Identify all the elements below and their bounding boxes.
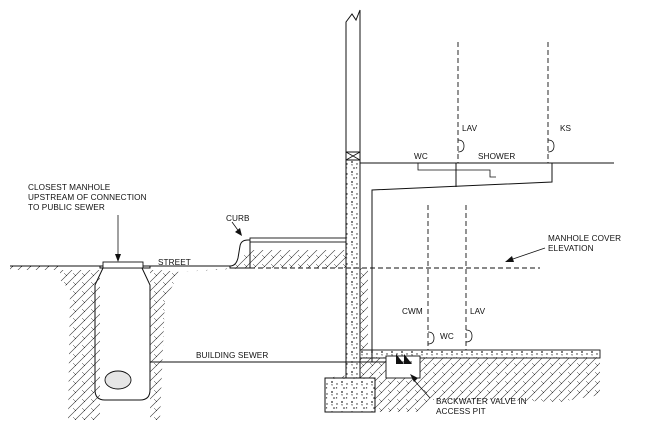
footing: [324, 377, 376, 413]
upper-wall: [345, 9, 361, 152]
cwm-label: CWM: [402, 307, 423, 316]
manhole-cover: [102, 261, 144, 269]
backwater-label-1: BACKWATER VALVE IN: [436, 397, 527, 406]
shower-label: SHOWER: [478, 152, 515, 161]
drainage-piping: [371, 163, 553, 362]
cover-elevation-label-2: ELEVATION: [548, 244, 594, 253]
curb-label: CURB: [226, 214, 250, 223]
lav-lower-label: LAV: [470, 307, 486, 316]
foundation-wall: [324, 151, 376, 413]
vent-lines: [250, 42, 549, 350]
public-sewer-pipe: [104, 370, 132, 390]
leader-lines: [115, 215, 546, 399]
building-sewer-label: BUILDING SEWER: [196, 351, 268, 360]
access-pit: [385, 355, 421, 379]
lav-upper-label: LAV: [462, 124, 478, 133]
earth-hatching: [10, 250, 600, 420]
ks-label: KS: [560, 124, 572, 133]
street-label: STREET: [158, 258, 191, 267]
wc-upper-label: WC: [414, 152, 428, 161]
manhole-label-3: TO PUBLIC SEWER: [28, 203, 105, 212]
basement-slab: [359, 349, 601, 379]
cover-elevation-label-1: MANHOLE COVER: [548, 234, 621, 243]
fixture-traps: [427, 139, 555, 345]
manhole: [94, 261, 151, 420]
manhole-label-2: UPSTREAM OF CONNECTION: [28, 193, 147, 202]
backwater-valve: [396, 354, 412, 364]
wc-lower-label: WC: [440, 332, 454, 341]
backwater-label-2: ACCESS PIT: [436, 407, 486, 416]
manhole-label-1: CLOSEST MANHOLE: [28, 183, 111, 192]
